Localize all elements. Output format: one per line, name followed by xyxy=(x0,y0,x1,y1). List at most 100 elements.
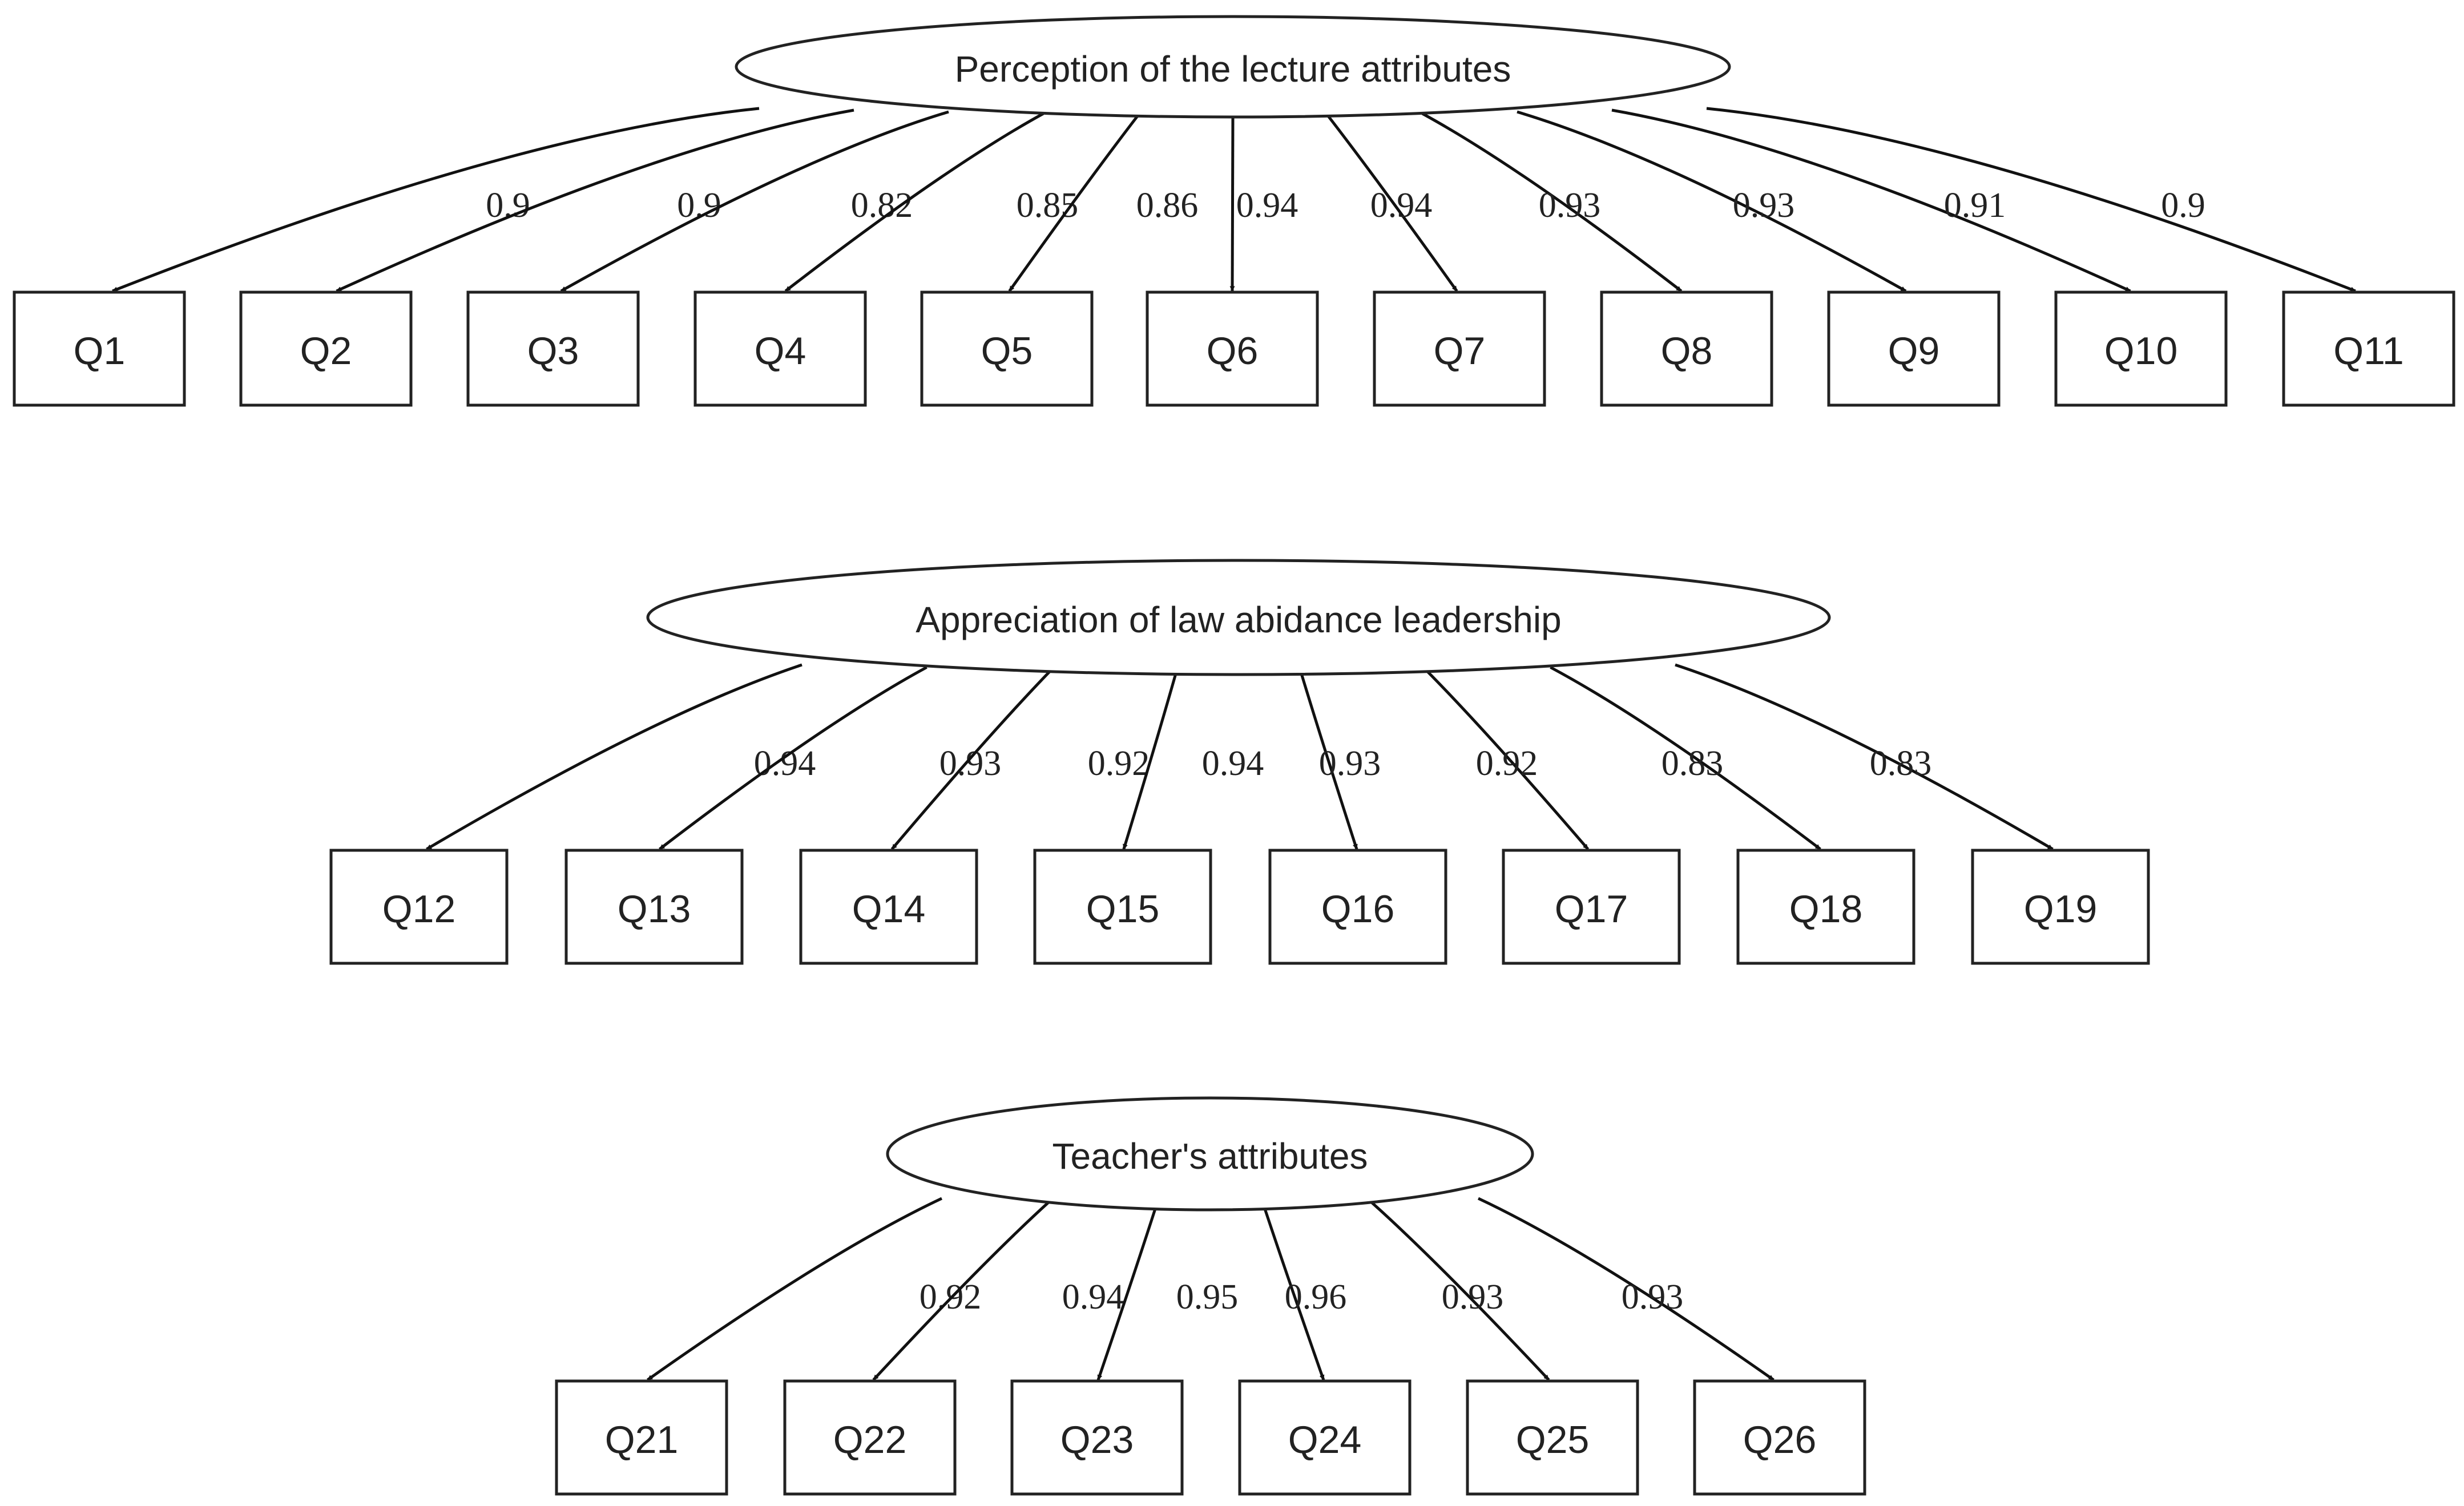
item-box xyxy=(1146,290,1319,407)
loading-label: 0.9 xyxy=(486,186,530,225)
item-box xyxy=(466,290,640,407)
item-box xyxy=(1238,1379,1412,1496)
loading-label: 0.93 xyxy=(1319,744,1381,783)
item-box xyxy=(1693,1379,1866,1496)
item-label: Q24 xyxy=(1288,1418,1362,1461)
item-label: Q19 xyxy=(2024,887,2098,931)
item-box xyxy=(1373,290,1546,407)
item-box xyxy=(13,290,186,407)
loading-arrow xyxy=(1370,1201,1550,1381)
item-label: Q4 xyxy=(755,329,806,373)
item-label: Q10 xyxy=(2104,329,2178,373)
loading-label: 0.93 xyxy=(1733,186,1795,225)
loading-arrow xyxy=(1517,110,1907,293)
loading-label: 0.9 xyxy=(677,186,721,225)
item-label: Q16 xyxy=(1321,887,1395,931)
latent-factor-label: Perception of the lecture attributes xyxy=(955,49,1511,90)
loading-label: 0.94 xyxy=(1236,186,1298,225)
loading-arrow xyxy=(1425,668,1590,850)
item-box xyxy=(1736,849,1915,965)
item-box xyxy=(2282,290,2455,407)
item-label: Q11 xyxy=(2333,329,2403,373)
item-label: Q3 xyxy=(527,329,579,373)
item-box xyxy=(799,849,978,965)
latent-factor-ellipse xyxy=(735,15,1731,119)
loading-arrow xyxy=(1706,107,2356,293)
item-label: Q14 xyxy=(852,887,926,931)
loading-arrow xyxy=(1550,666,1821,850)
item-box xyxy=(555,1379,728,1496)
item-box xyxy=(564,849,744,965)
loading-arrow xyxy=(872,1201,1050,1381)
item-label: Q23 xyxy=(1060,1418,1134,1461)
loading-label: 0.93 xyxy=(1442,1278,1504,1317)
item-box xyxy=(239,290,413,407)
loading-arrow xyxy=(1477,1197,1775,1382)
item-label: Q18 xyxy=(1789,887,1863,931)
loading-label: 0.85 xyxy=(1017,186,1079,225)
latent-factor-label: Teacher's attributes xyxy=(1052,1136,1368,1177)
item-box xyxy=(2054,290,2228,407)
loading-label: 0.86 xyxy=(1136,186,1199,225)
loading-arrow xyxy=(1122,672,1178,850)
loading-label: 0.93 xyxy=(939,744,1002,783)
item-box xyxy=(783,1379,957,1496)
latent-factor-label: Appreciation of law abidance leadership xyxy=(916,599,1561,640)
item-label: Q1 xyxy=(74,329,126,373)
item-label: Q17 xyxy=(1555,887,1628,931)
item-box xyxy=(1033,849,1212,965)
loading-label: 0.91 xyxy=(1944,186,2006,225)
item-label: Q8 xyxy=(1661,329,1713,373)
loading-arrow xyxy=(1675,663,2054,851)
item-label: Q15 xyxy=(1086,887,1160,931)
item-box xyxy=(1971,849,2150,965)
item-label: Q12 xyxy=(382,887,456,931)
item-label: Q6 xyxy=(1207,329,1259,373)
loading-label: 0.95 xyxy=(1176,1278,1239,1317)
item-box xyxy=(920,290,1094,407)
loading-arrow xyxy=(659,666,927,850)
item-box xyxy=(1827,290,2001,407)
item-label: Q13 xyxy=(618,887,691,931)
item-box xyxy=(1502,849,1681,965)
loading-label: 0.96 xyxy=(1285,1278,1347,1317)
loading-arrow xyxy=(1421,112,1683,292)
loading-arrow xyxy=(560,110,949,293)
loading-label: 0.94 xyxy=(1202,744,1264,783)
loading-arrow xyxy=(426,663,802,851)
loading-label: 0.94 xyxy=(1370,186,1433,225)
loading-arrow xyxy=(1326,114,1458,292)
loading-arrow xyxy=(1096,1205,1158,1380)
item-label: Q5 xyxy=(981,329,1033,373)
item-label: Q2 xyxy=(300,329,352,373)
loading-label: 0.94 xyxy=(754,744,816,783)
loading-label: 0.83 xyxy=(1870,744,1932,783)
loading-arrow xyxy=(1008,114,1139,292)
loading-arrow xyxy=(784,112,1045,292)
latent-factor-ellipse xyxy=(886,1096,1534,1212)
item-label: Q9 xyxy=(1888,329,1940,373)
loading-arrow xyxy=(1229,116,1235,292)
loading-label: 0.83 xyxy=(1662,744,1724,783)
loading-label: 0.92 xyxy=(1476,744,1538,783)
loading-label: 0.93 xyxy=(1622,1278,1684,1317)
item-box xyxy=(1600,290,1773,407)
loading-arrow xyxy=(336,108,854,293)
loading-label: 0.94 xyxy=(1062,1278,1124,1317)
loading-label: 0.93 xyxy=(1539,186,1601,225)
item-box xyxy=(1010,1379,1184,1496)
loading-label: 0.92 xyxy=(1088,744,1150,783)
item-box xyxy=(693,290,867,407)
item-box xyxy=(329,849,509,965)
loading-arrow xyxy=(647,1197,943,1382)
item-label: Q21 xyxy=(605,1418,679,1461)
latent-factor-ellipse xyxy=(646,559,1831,676)
loading-arrow xyxy=(112,107,760,293)
item-box xyxy=(1268,849,1447,965)
item-label: Q25 xyxy=(1516,1418,1590,1461)
loading-arrow xyxy=(1262,1205,1325,1380)
item-label: Q7 xyxy=(1434,329,1486,373)
loading-label: 0.9 xyxy=(2161,186,2205,225)
